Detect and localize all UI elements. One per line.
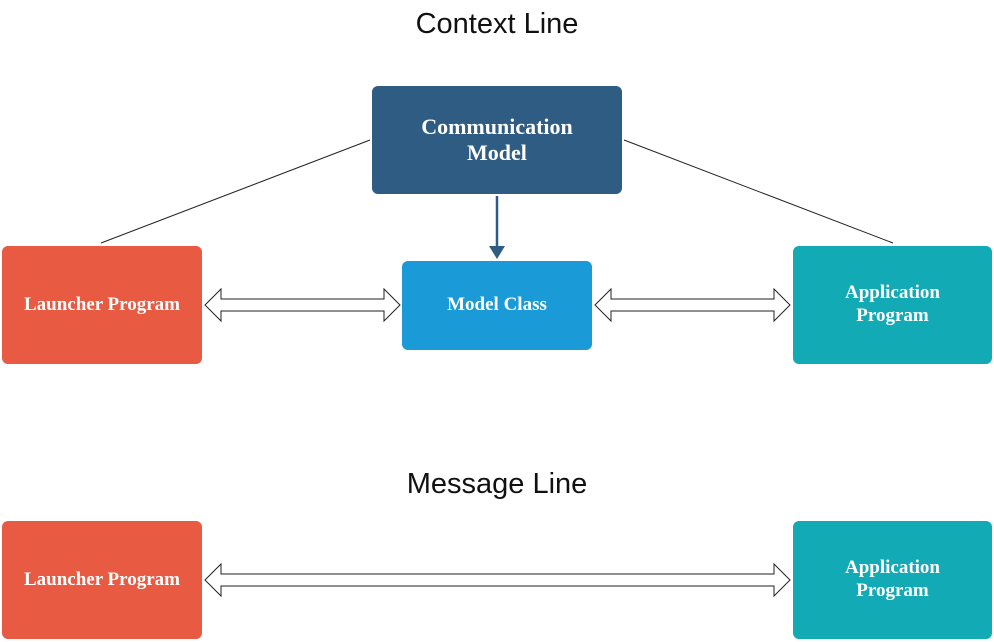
model-class-label: Model Class: [447, 294, 547, 316]
application-program-label-context: Application Program: [844, 282, 941, 326]
launcher-program-box-context[interactable]: Launcher Program: [2, 246, 202, 364]
application-program-box-message[interactable]: Application Program: [793, 521, 992, 639]
launcher-program-box-message[interactable]: Launcher Program: [2, 521, 202, 639]
launcher-program-label-message: Launcher Program: [23, 568, 181, 590]
communication-model-box[interactable]: Communication Model: [372, 86, 622, 194]
application-program-label-message: Application Program: [844, 557, 941, 601]
arrow-comm-to-model-class: [489, 196, 505, 259]
message-line-title: Message Line: [406, 468, 588, 500]
double-arrow-launcher-model-class: [204, 287, 401, 323]
line-comm-to-launcher: [100, 139, 371, 244]
launcher-program-label-context: Launcher Program: [23, 293, 181, 315]
context-line-title: Context Line: [415, 8, 579, 40]
double-arrow-model-class-application: [594, 287, 791, 323]
line-comm-to-application: [623, 139, 894, 244]
model-class-box[interactable]: Model Class: [402, 261, 592, 350]
double-arrow-message-line: [204, 562, 791, 598]
communication-model-label: Communication Model: [421, 113, 573, 165]
application-program-box-context[interactable]: Application Program: [793, 246, 992, 364]
